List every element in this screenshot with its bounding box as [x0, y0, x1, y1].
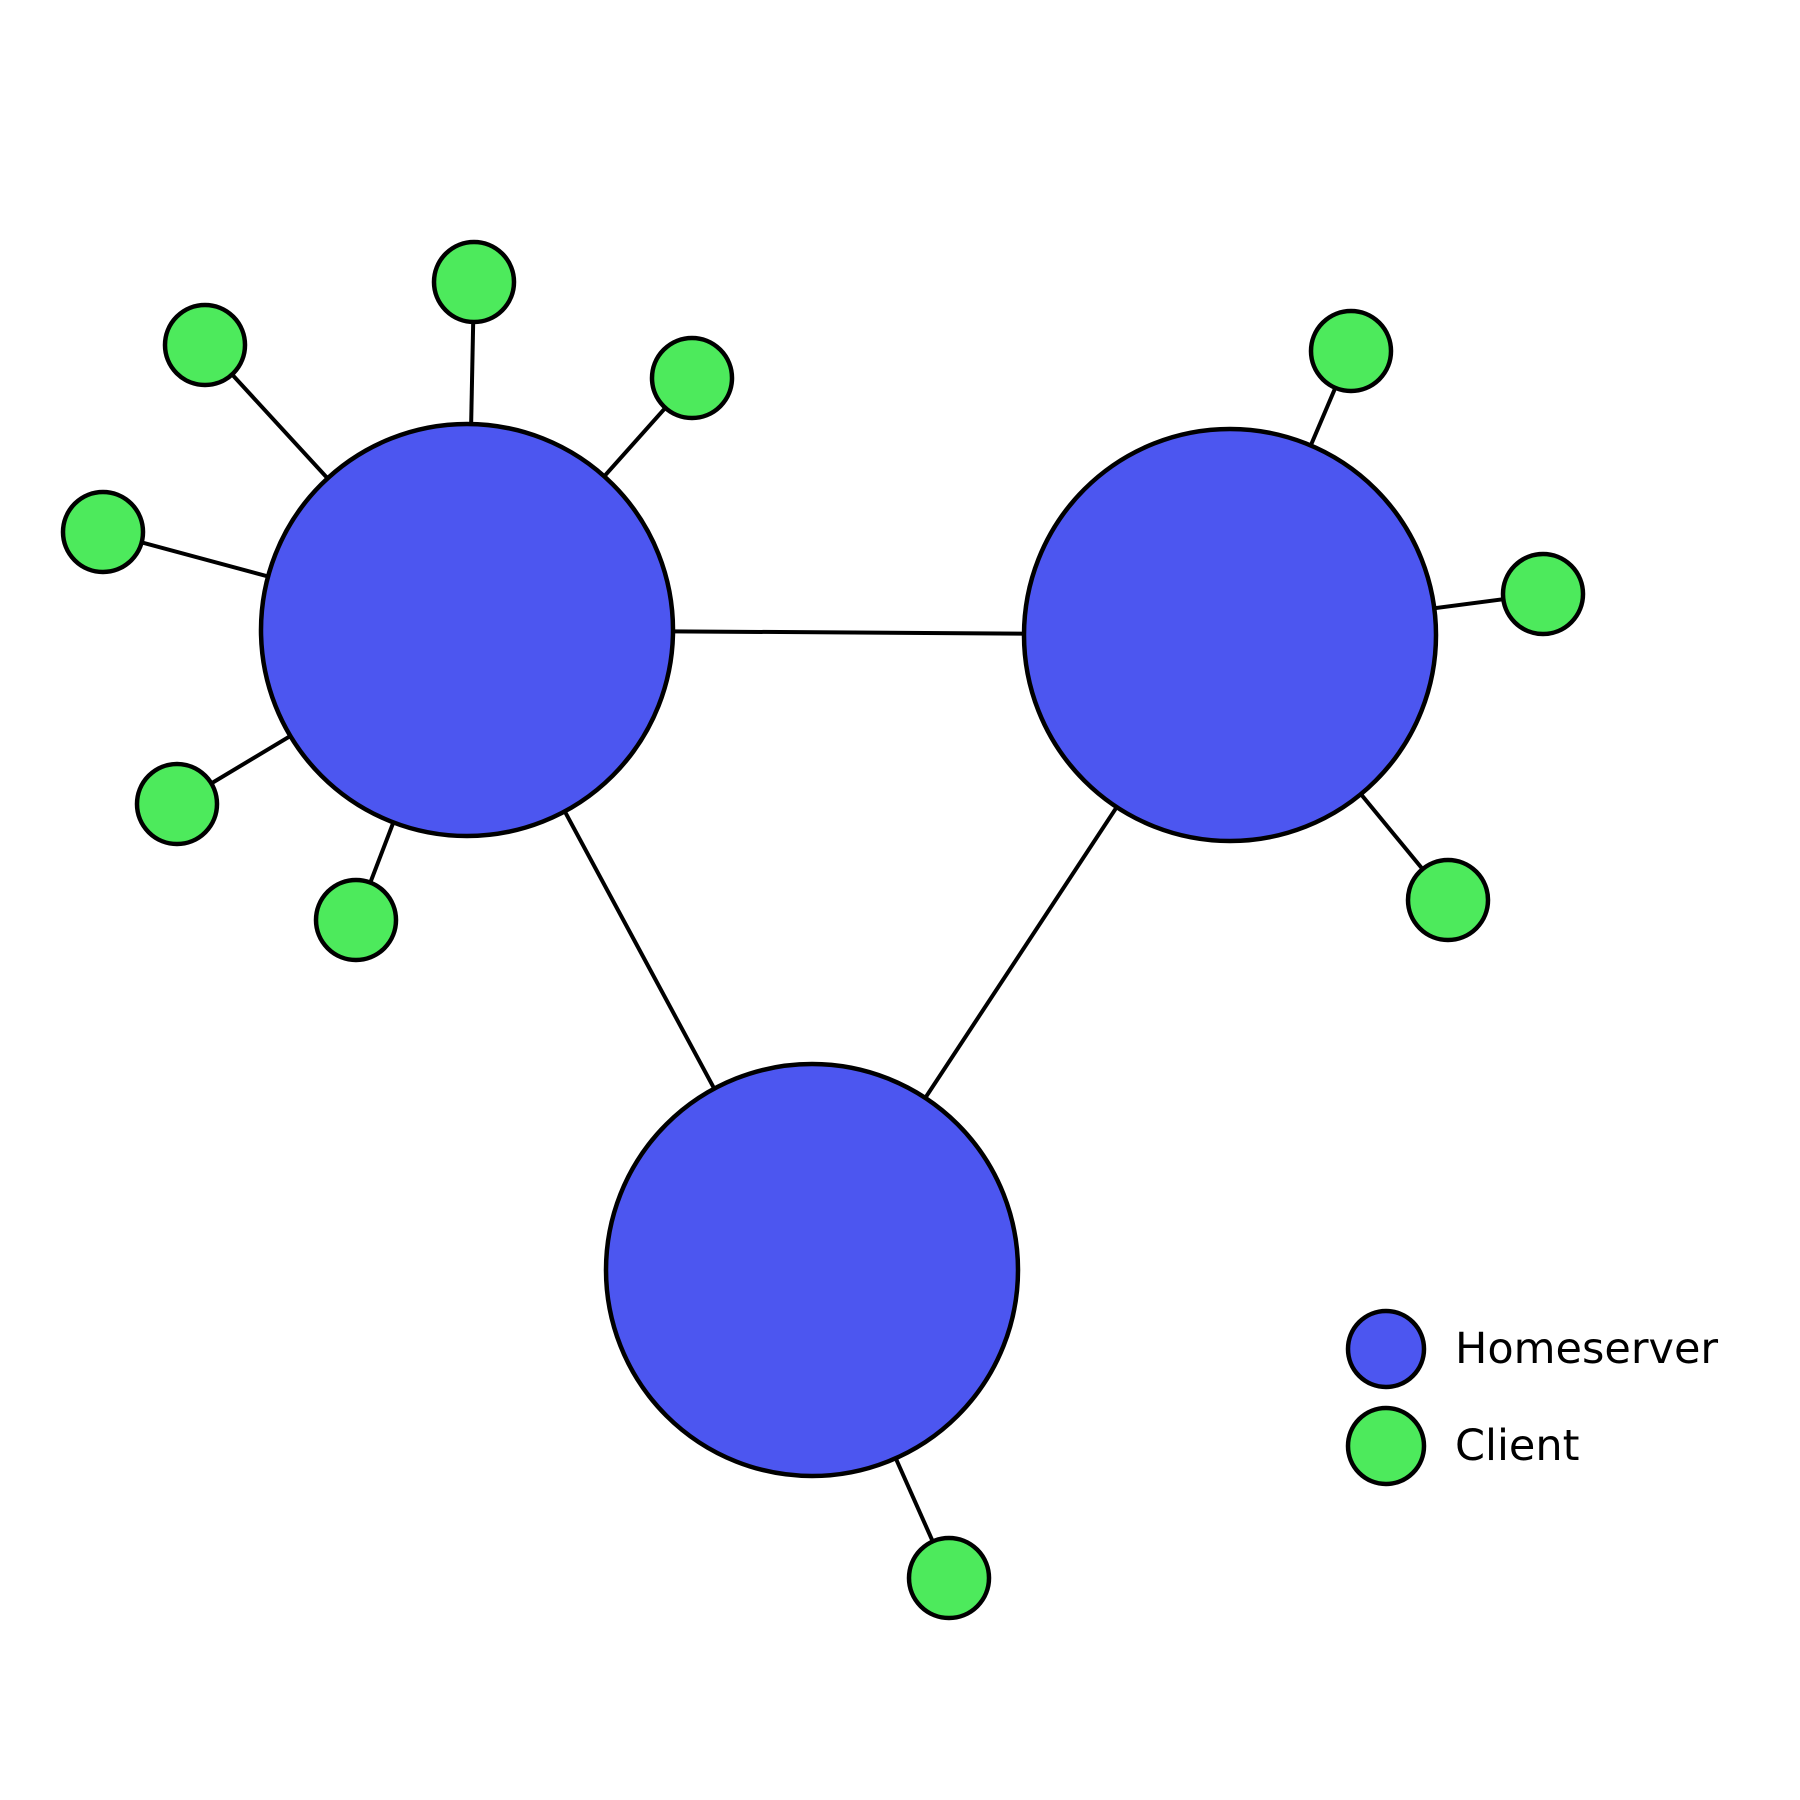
- homeserver-node: [258, 421, 676, 839]
- legend-swatch-client: [1345, 1405, 1427, 1487]
- nodes-layer: [60, 239, 1586, 1621]
- client-node: [906, 1535, 992, 1621]
- legend-swatch-homeserver: [1345, 1308, 1427, 1390]
- client-node: [1308, 308, 1394, 394]
- client-node: [134, 761, 220, 847]
- legend-label-homeserver: Homeserver: [1455, 1324, 1718, 1374]
- legend-label-client: Client: [1455, 1421, 1580, 1471]
- client-node: [649, 335, 735, 421]
- client-node: [162, 302, 248, 388]
- client-node: [431, 239, 517, 325]
- homeserver-node: [1021, 426, 1439, 844]
- client-node: [60, 489, 146, 575]
- client-node: [313, 877, 399, 963]
- homeserver-node: [603, 1061, 1021, 1479]
- client-node: [1405, 857, 1491, 943]
- client-node: [1500, 551, 1586, 637]
